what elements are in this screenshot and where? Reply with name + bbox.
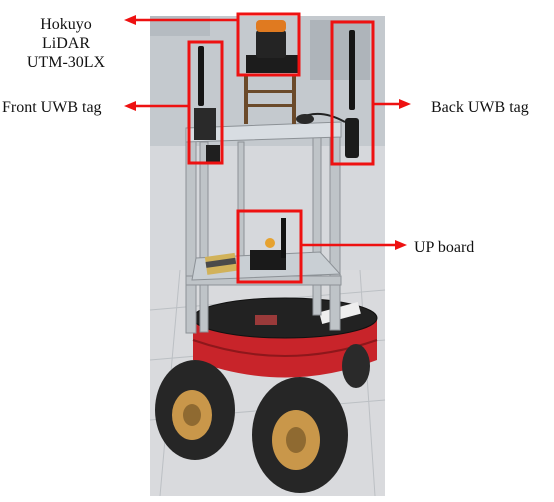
lidar-sensor [246, 20, 298, 73]
wheel-front-left [155, 360, 235, 460]
arrow-back-uwb [373, 99, 411, 109]
wheel-front-right [252, 377, 348, 493]
wall-cabinet [310, 20, 370, 80]
label-front-uwb-tag: Front UWB tag [2, 99, 102, 116]
back-uwb-tag [296, 30, 359, 158]
callout-box-up-board [236, 209, 303, 284]
top-plate [185, 121, 342, 143]
lidar-mount [244, 74, 296, 124]
callout-box-back-uwb [330, 20, 375, 166]
callout-box-lidar [236, 12, 301, 77]
label-up-board: UP board [414, 239, 475, 256]
arrow-front-uwb [124, 101, 189, 111]
label-hokuyo-line-3: UTM-30LX [26, 54, 106, 71]
front-uwb-tag [194, 46, 220, 163]
label-hokuyo-line-1: Hokuyo [40, 16, 92, 33]
label-back-uwb-tag: Back UWB tag [431, 99, 529, 116]
wheel-back-right [342, 344, 370, 388]
callout-box-front-uwb [187, 40, 224, 165]
arrow-up-board [301, 240, 407, 250]
arrow-hokuyo [124, 15, 238, 25]
up-board-device [204, 218, 286, 275]
callout-boxes [187, 12, 375, 284]
label-hokuyo-line-2: LiDAR [42, 35, 90, 52]
label-hokuyo-lidar: Hokuyo LiDAR UTM-30LX [16, 15, 116, 72]
